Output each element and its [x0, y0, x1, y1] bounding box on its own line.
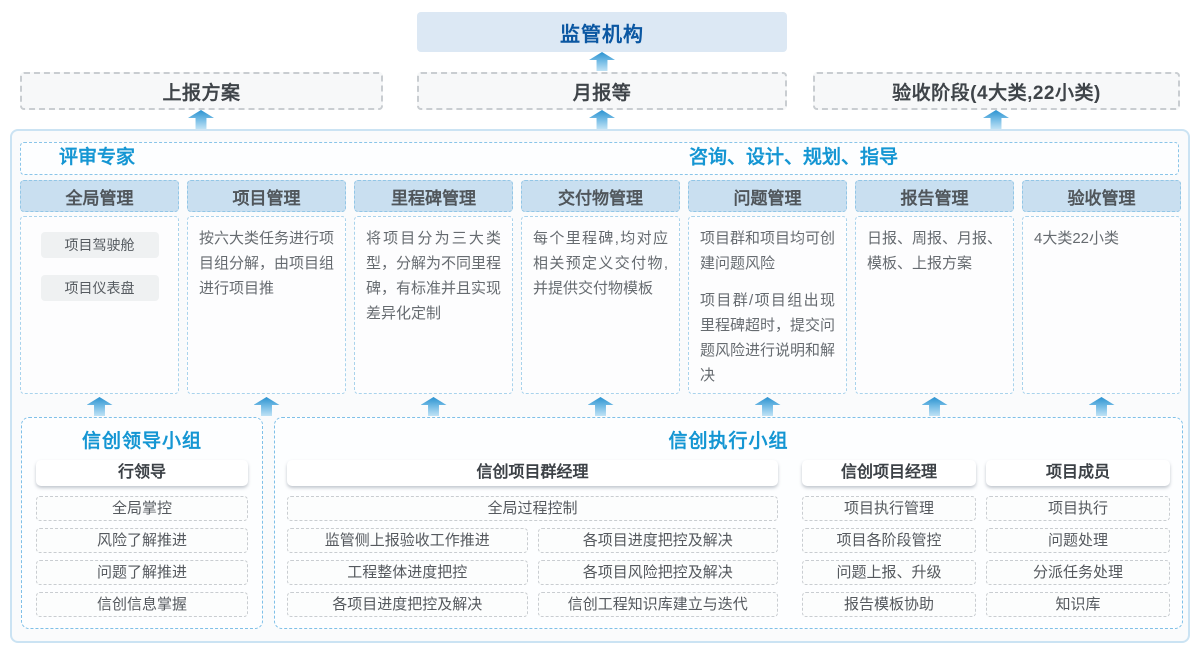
column-title: 问题管理 — [733, 188, 802, 208]
task-item: 分派任务处理 — [986, 560, 1170, 585]
column-text: 将项目分为三大类型，分解为不同里程碑，有标准并且实现差异化定制 — [366, 230, 502, 322]
column-body: 按六大类任务进行项目组分解，由项目组进行项目推 — [187, 216, 346, 394]
up-arrow-icon — [420, 397, 447, 416]
up-arrow-icon — [1088, 397, 1115, 416]
role-pill-project-manager: 信创项目经理 — [802, 460, 976, 486]
column-global-management: 全局管理 项目驾驶舱 项目仪表盘 — [20, 180, 179, 416]
column-report-management: 报告管理 日报、周报、月报、模板、上报方案 — [855, 180, 1014, 416]
task-item: 全局过程控制 — [287, 496, 778, 521]
task-item: 风险了解推进 — [36, 528, 248, 553]
output-label: 上报方案 — [162, 82, 241, 104]
column-text: 项目群/项目组出现里程碑超时，提交问题风险进行说明和解决 — [700, 292, 836, 384]
regulator-label: 监管机构 — [560, 23, 644, 46]
column-text: 4大类22小类 — [1034, 230, 1120, 247]
column-title: 交付物管理 — [558, 188, 643, 208]
exec-group: 信创执行小组 信创项目群经理 全局过程控制 监管侧上报验收工作推进 各项目进度把… — [274, 417, 1183, 629]
task-item: 项目执行 — [986, 496, 1170, 521]
task-item: 问题处理 — [986, 528, 1170, 553]
up-arrow-icon — [921, 397, 948, 416]
task-item: 监管侧上报验收工作推进 — [287, 528, 528, 553]
task-item: 项目各阶段管控 — [802, 528, 976, 553]
task-item: 信创工程知识库建立与迭代 — [537, 592, 778, 617]
output-label: 月报等 — [572, 82, 632, 104]
expert-strip: 评审专家 咨询、设计、规划、指导 — [20, 142, 1179, 175]
role-pill-bank-leader: 行领导 — [36, 460, 248, 486]
up-arrow-icon — [587, 397, 614, 416]
exec-group-body: 信创项目群经理 全局过程控制 监管侧上报验收工作推进 各项目进度把控及解决 工程… — [287, 460, 1170, 617]
consulting-label: 咨询、设计、规划、指导 — [689, 147, 899, 168]
task-item: 各项目风险把控及解决 — [537, 560, 778, 585]
bottom-groups: 信创领导小组 行领导 全局掌控 风险了解推进 问题了解推进 信创信息掌握 信创执… — [12, 417, 1192, 629]
column-title: 里程碑管理 — [391, 188, 476, 208]
up-arrow-icon — [188, 110, 214, 129]
task-item: 全局掌控 — [36, 496, 248, 521]
section-project-manager: 信创项目经理 项目执行管理 项目各阶段管控 问题上报、升级 报告模板协助 — [802, 460, 976, 617]
column-project-management: 项目管理 按六大类任务进行项目组分解，由项目组进行项目推 — [187, 180, 346, 416]
leader-group: 信创领导小组 行领导 全局掌控 风险了解推进 问题了解推进 信创信息掌握 — [21, 417, 263, 629]
column-text: 日报、周报、月报、模板、上报方案 — [867, 230, 1003, 272]
review-expert-label: 评审专家 — [59, 147, 136, 168]
column-text: 每个里程碑,均对应相关预定义交付物,并提供交付物模板 — [533, 230, 668, 297]
up-arrow-icon — [983, 110, 1009, 129]
up-arrow-icon — [589, 52, 615, 71]
role-pill-program-manager: 信创项目群经理 — [287, 460, 778, 486]
column-header: 项目管理 — [187, 180, 346, 212]
task-item: 工程整体进度把控 — [287, 560, 528, 585]
program-manager-tasks: 全局过程控制 监管侧上报验收工作推进 各项目进度把控及解决 工程整体进度把控 各… — [287, 496, 778, 617]
column-header: 交付物管理 — [521, 180, 680, 212]
pill-project-cockpit: 项目驾驶舱 — [40, 232, 159, 258]
column-title: 验收管理 — [1067, 188, 1136, 208]
column-header: 报告管理 — [855, 180, 1014, 212]
up-arrow-icon — [589, 110, 615, 129]
regulator-box: 监管机构 — [417, 12, 787, 52]
task-item: 问题上报、升级 — [802, 560, 976, 585]
task-item: 知识库 — [986, 592, 1170, 617]
up-arrow-icon — [86, 397, 113, 416]
column-body: 将项目分为三大类型，分解为不同里程碑，有标准并且实现差异化定制 — [354, 216, 513, 394]
column-header: 全局管理 — [20, 180, 179, 212]
leader-group-body: 行领导 全局掌控 风险了解推进 问题了解推进 信创信息掌握 — [36, 460, 248, 617]
column-milestone-management: 里程碑管理 将项目分为三大类型，分解为不同里程碑，有标准并且实现差异化定制 — [354, 180, 513, 416]
column-title: 全局管理 — [65, 188, 134, 208]
column-header: 里程碑管理 — [354, 180, 513, 212]
pill-project-dashboard: 项目仪表盘 — [40, 275, 159, 301]
task-item: 问题了解推进 — [36, 560, 248, 585]
task-item: 信创信息掌握 — [36, 592, 248, 617]
column-header: 问题管理 — [688, 180, 847, 212]
column-body: 日报、周报、月报、模板、上报方案 — [855, 216, 1014, 394]
column-title: 项目管理 — [232, 188, 301, 208]
output-box-monthly-report: 月报等 — [417, 72, 787, 110]
column-title: 报告管理 — [900, 188, 969, 208]
project-manager-tasks: 项目执行管理 项目各阶段管控 问题上报、升级 报告模板协助 — [802, 496, 976, 617]
up-arrow-icon — [754, 397, 781, 416]
group-title: 信创领导小组 — [81, 431, 202, 452]
role-pill-project-member: 项目成员 — [986, 460, 1170, 486]
task-item: 各项目进度把控及解决 — [287, 592, 528, 617]
section-program-manager: 信创项目群经理 全局过程控制 监管侧上报验收工作推进 各项目进度把控及解决 工程… — [287, 460, 778, 617]
management-columns: 全局管理 项目驾驶舱 项目仪表盘 项目管理 按六大类任务进行项目组分解，由项目组… — [20, 180, 1181, 416]
output-box-acceptance-stage: 验收阶段(4大类,22小类) — [813, 72, 1180, 110]
output-label: 验收阶段(4大类,22小类) — [892, 82, 1101, 104]
column-body: 4大类22小类 — [1022, 216, 1181, 394]
column-body: 项目驾驶舱 项目仪表盘 — [20, 216, 179, 394]
section-project-member: 项目成员 项目执行 问题处理 分派任务处理 知识库 — [986, 460, 1170, 617]
task-item: 各项目进度把控及解决 — [537, 528, 778, 553]
column-body: 每个里程碑,均对应相关预定义交付物,并提供交付物模板 — [521, 216, 680, 394]
column-text: 按六大类任务进行项目组分解，由项目组进行项目推 — [199, 230, 335, 297]
column-header: 验收管理 — [1022, 180, 1181, 212]
output-box-report-plan: 上报方案 — [20, 72, 383, 110]
project-member-tasks: 项目执行 问题处理 分派任务处理 知识库 — [986, 496, 1170, 617]
column-issue-management: 问题管理 项目群和项目均可创建问题风险 项目群/项目组出现里程碑超时，提交问题风… — [688, 180, 847, 416]
column-acceptance-management: 验收管理 4大类22小类 — [1022, 180, 1181, 416]
column-deliverable-management: 交付物管理 每个里程碑,均对应相关预定义交付物,并提供交付物模板 — [521, 180, 680, 416]
platform-panel: 评审专家 咨询、设计、规划、指导 全局管理 项目驾驶舱 项目仪表盘 项目管理 — [10, 129, 1190, 643]
up-arrow-icon — [253, 397, 280, 416]
task-item: 项目执行管理 — [802, 496, 976, 521]
group-title: 信创执行小组 — [668, 431, 789, 452]
task-item: 报告模板协助 — [802, 592, 976, 617]
column-text: 项目群和项目均可创建问题风险 — [700, 230, 836, 272]
column-body: 项目群和项目均可创建问题风险 项目群/项目组出现里程碑超时，提交问题风险进行说明… — [688, 216, 847, 394]
